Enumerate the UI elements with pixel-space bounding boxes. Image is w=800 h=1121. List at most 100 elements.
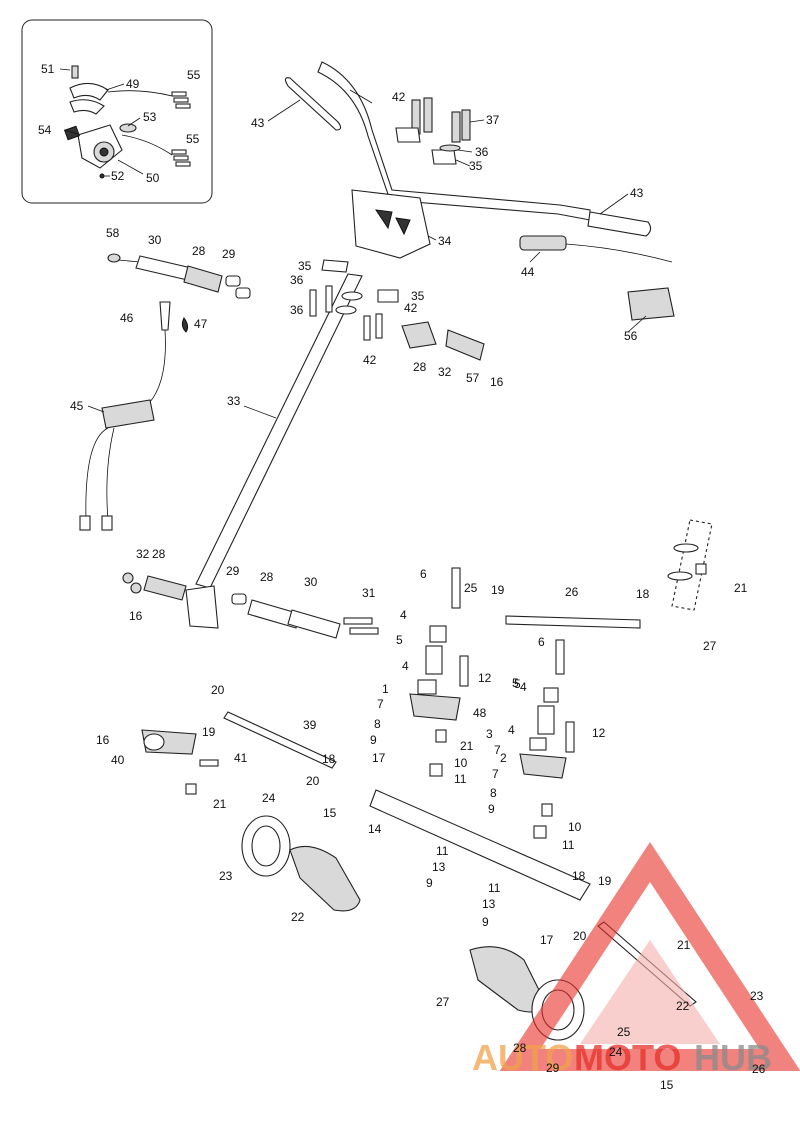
callout-label: 36 (475, 145, 489, 159)
callout-label: 55 (187, 68, 201, 82)
callout-label: 19 (598, 874, 612, 888)
callout-label: 10 (568, 820, 582, 834)
callout-label: 4 (520, 680, 527, 694)
callout-label: 42 (363, 353, 377, 367)
callout-label: 40 (111, 753, 125, 767)
callout-label: 25 (464, 581, 478, 595)
callout-label: 32 (438, 365, 452, 379)
callout-label: 21 (213, 797, 227, 811)
callout-label: 49 (126, 77, 140, 91)
callout-label: 19 (491, 583, 505, 597)
callout-label: 55 (186, 132, 200, 146)
callout-label: 6 (420, 567, 427, 581)
watermark-logo (499, 841, 800, 1071)
callout-label: 4 (400, 608, 407, 622)
callout-label: 36 (290, 273, 304, 287)
callout-label: 28 (260, 570, 274, 584)
callout-label: 22 (676, 999, 690, 1013)
callout-label: 30 (148, 233, 162, 247)
inset-panel (21, 19, 213, 204)
callout-label: 11 (436, 844, 449, 858)
callout-label: 29 (222, 247, 236, 261)
callout-label: 23 (219, 869, 233, 883)
callout-label: 20 (573, 929, 587, 943)
callout-label: 11 (488, 881, 501, 895)
callout-label: 48 (473, 706, 487, 720)
callout-label: 8 (374, 717, 381, 731)
leader-lines (59, 68, 647, 419)
lower-linkage (122, 572, 379, 639)
callout-label: 25 (617, 1025, 631, 1039)
callout-label: 28 (152, 547, 166, 561)
callout-label: 8 (490, 786, 497, 800)
callout-label: 56 (624, 329, 638, 343)
callout-label: 32 (136, 547, 150, 561)
callout-label: 11 (562, 838, 575, 852)
callout-label: 26 (752, 1062, 766, 1076)
callout-label: 21 (734, 581, 748, 595)
callout-label: 52 (111, 169, 125, 183)
watermark-hub: HUB (694, 1037, 772, 1078)
callout-label: 16 (129, 609, 143, 623)
callout-label: 21 (677, 938, 691, 952)
callout-label: 20 (306, 774, 320, 788)
callout-label: 24 (262, 791, 276, 805)
callout-label: 7 (492, 767, 499, 781)
callout-label: 16 (96, 733, 110, 747)
callout-label: 36 (290, 303, 304, 317)
callout-label: 19 (202, 725, 216, 739)
callout-label: 58 (106, 226, 120, 240)
callout-label: 5 (514, 677, 521, 691)
callout-label: 46 (120, 311, 134, 325)
watermark-text: AUTO MOTO HUB (472, 1037, 772, 1078)
callout-label: 23 (750, 989, 764, 1003)
callout-label: 18 (322, 752, 336, 766)
callout-label: 33 (227, 394, 241, 408)
callout-label: 57 (466, 371, 480, 385)
watermark-moto: MOTO (574, 1037, 681, 1078)
callout-label: 21 (460, 739, 474, 753)
right-column (667, 519, 713, 611)
callout-label: 45 (70, 399, 84, 413)
callout-label: 4 (508, 723, 515, 737)
cross-bar (369, 789, 591, 901)
sensor-cable (79, 301, 189, 531)
callout-label: 14 (368, 822, 382, 836)
callout-label: 24 (609, 1045, 623, 1059)
callout-label: 10 (454, 756, 468, 770)
callout-label: 4 (402, 659, 409, 673)
callout-label: 27 (436, 995, 450, 1009)
callout-label: 1 (382, 682, 389, 696)
callout-label: 18 (636, 587, 650, 601)
callout-label: 34 (438, 234, 452, 248)
callout-label: 28 (192, 244, 206, 258)
callout-label: 7 (494, 743, 501, 757)
callout-label: 15 (323, 806, 337, 820)
callout-label: 17 (540, 933, 554, 947)
callout-label: 7 (377, 697, 384, 711)
steering-column (185, 273, 363, 629)
callout-label: 30 (304, 575, 318, 589)
callout-label: 53 (143, 110, 157, 124)
callout-label: 35 (411, 289, 425, 303)
callout-label: 6 (538, 635, 545, 649)
callout-label: 9 (488, 802, 495, 816)
callout-label: 12 (592, 726, 606, 740)
left-spindle-arm (141, 729, 219, 795)
callout-label: 5 (512, 676, 519, 690)
callout-label: 5 (396, 633, 403, 647)
callout-label: 29 (226, 564, 240, 578)
callout-label: 13 (432, 860, 446, 874)
callout-label: 29 (546, 1061, 560, 1075)
callout-label: 35 (469, 159, 483, 173)
callout-label: 9 (426, 876, 433, 890)
callout-label: 43 (630, 186, 644, 200)
callout-label: 20 (211, 683, 225, 697)
callout-label: 13 (482, 897, 496, 911)
callout-label: 27 (703, 639, 717, 653)
callout-label: 9 (370, 733, 377, 747)
upper-linkage (107, 253, 485, 361)
